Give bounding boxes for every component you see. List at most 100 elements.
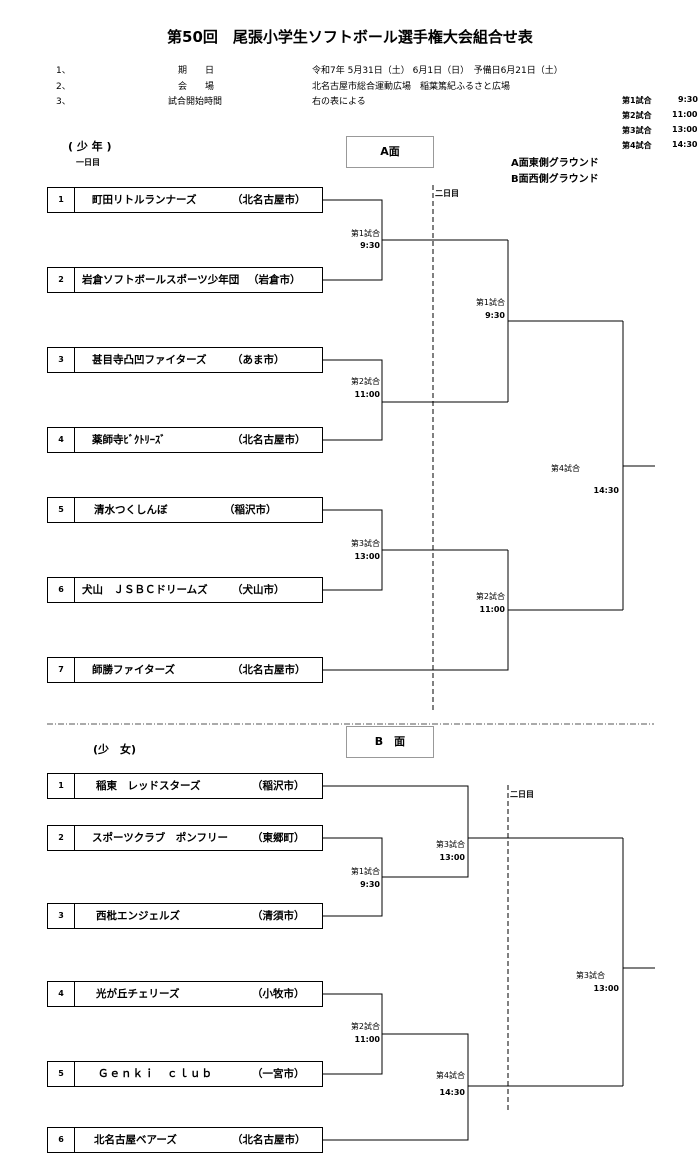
match-label: 第1試合: [350, 867, 380, 876]
match-time: 9:30: [485, 311, 505, 320]
team-number: 3: [48, 904, 75, 928]
match-label: 第1試合: [475, 298, 505, 307]
match-time: 13:00: [439, 853, 465, 862]
match-label: 第2試合: [350, 1022, 380, 1031]
team-number: 1: [48, 188, 75, 212]
team-number: 5: [48, 1062, 75, 1086]
team-number: 6: [48, 578, 75, 602]
match-time: 13:00: [593, 984, 619, 993]
match-time: 11:00: [354, 390, 380, 399]
schedule-game: 第3試合: [622, 126, 652, 135]
match-time: 9:30: [360, 241, 380, 250]
team-city: （一宮市）: [252, 1068, 305, 1080]
boys-day2: 二日目: [435, 189, 459, 198]
schedule-game: 第4試合: [622, 141, 652, 150]
team-name: Ｇｅｎｋｉ ｃｌｕｂ: [98, 1068, 213, 1080]
match-time: 14:30: [593, 486, 619, 495]
schedule-time: 9:30: [678, 95, 698, 104]
team-city: （北名古屋市）: [232, 194, 306, 206]
info-label: 期 日: [178, 66, 215, 76]
team-city: （東郷町）: [252, 832, 305, 844]
info-value: 令和7年 5月31日（土） 6月1日（日） 予備日6月21日（土）: [312, 66, 563, 76]
girls-header: (少 女): [93, 743, 137, 756]
team-number: 1: [48, 774, 75, 798]
boys-header: ( 少 年 ): [68, 140, 112, 153]
team-name: 清水つくしんぼ: [94, 504, 168, 516]
team-row: 2 岩倉ソフトボールスポーツ少年団 （岩倉市）: [47, 267, 323, 293]
ground-a: A面東側グラウンド: [511, 158, 599, 169]
team-name: スポーツクラブ ポンフリー: [92, 832, 228, 844]
team-number: 4: [48, 982, 75, 1006]
team-city: （稲沢市）: [252, 780, 305, 792]
court-a-label: A面: [346, 136, 434, 168]
info-num: 3、: [56, 97, 71, 107]
team-name: 北名古屋ベアーズ: [94, 1134, 177, 1146]
team-row: 4 薬師寺ﾋﾞｸﾄﾘｰｽﾞ （北名古屋市）: [47, 427, 323, 453]
team-row: 3 西枇エンジェルズ （清須市）: [47, 903, 323, 929]
team-name: 薬師寺ﾋﾞｸﾄﾘｰｽﾞ: [92, 434, 166, 446]
schedule-time: 13:00: [672, 125, 698, 134]
match-label: 第2試合: [350, 377, 380, 386]
team-city: （清須市）: [252, 910, 305, 922]
team-name: 師勝ファイターズ: [92, 664, 176, 676]
schedule-time: 11:00: [672, 110, 698, 119]
match-time: 11:00: [479, 605, 505, 614]
team-number: 5: [48, 498, 75, 522]
info-value: 右の表による: [312, 97, 366, 107]
team-row: 1 稲東 レッドスターズ （稲沢市）: [47, 773, 323, 799]
team-number: 7: [48, 658, 75, 682]
match-label: 第2試合: [475, 592, 505, 601]
team-row: 4 光が丘チェリーズ （小牧市）: [47, 981, 323, 1007]
team-number: 2: [48, 826, 75, 850]
schedule-game: 第1試合: [622, 96, 652, 105]
team-row: 2 スポーツクラブ ポンフリー （東郷町）: [47, 825, 323, 851]
team-number: 6: [48, 1128, 75, 1152]
boys-day1: 一日目: [76, 158, 100, 167]
girls-day2: 二日目: [510, 790, 534, 799]
match-label: 第1試合: [350, 229, 380, 238]
team-row: 1 町田リトルランナーズ （北名古屋市）: [47, 187, 323, 213]
match-label: 第3試合: [435, 840, 465, 849]
team-row: 5 清水つくしんぼ （稲沢市）: [47, 497, 323, 523]
info-label: 会 場: [178, 82, 215, 92]
schedule-game: 第2試合: [622, 111, 652, 120]
info-value: 北名古屋市総合運動広場 稲葉篤紀ふるさと広場: [312, 82, 511, 92]
team-city: （あま市）: [232, 354, 285, 366]
schedule-time: 14:30: [672, 140, 698, 149]
info-num: 1、: [56, 66, 71, 76]
team-city: （北名古屋市）: [232, 1134, 306, 1146]
team-city: （稲沢市）: [224, 504, 277, 516]
page-title: 第50回 尾張小学生ソフトボール選手権大会組合せ表: [167, 28, 533, 46]
info-label: 試合開始時間: [168, 97, 223, 107]
team-name: 岩倉ソフトボールスポーツ少年団: [82, 274, 240, 286]
team-city: （小牧市）: [252, 988, 305, 1000]
team-name: 犬山 ＪＳＢＣドリームズ: [82, 584, 208, 596]
team-row: 3 甚目寺凸凹ファイターズ （あま市）: [47, 347, 323, 373]
team-number: 4: [48, 428, 75, 452]
match-time: 13:00: [354, 552, 380, 561]
team-city: （犬山市）: [232, 584, 285, 596]
court-b-label: B 面: [346, 726, 434, 758]
match-time: 9:30: [360, 880, 380, 889]
team-name: 光が丘チェリーズ: [96, 988, 180, 1000]
match-label: 第3試合: [350, 539, 380, 548]
team-name: 町田リトルランナーズ: [92, 194, 197, 206]
match-time: 14:30: [439, 1088, 465, 1097]
team-row: 7 師勝ファイターズ （北名古屋市）: [47, 657, 323, 683]
team-number: 3: [48, 348, 75, 372]
team-name: 西枇エンジェルズ: [96, 910, 180, 922]
info-num: 2、: [56, 82, 71, 92]
team-city: （岩倉市）: [248, 274, 301, 286]
match-label: 第4試合: [550, 464, 580, 473]
match-label: 第3試合: [575, 971, 605, 980]
team-number: 2: [48, 268, 75, 292]
match-time: 11:00: [354, 1035, 380, 1044]
team-name: 甚目寺凸凹ファイターズ: [92, 354, 207, 366]
team-city: （北名古屋市）: [232, 434, 306, 446]
team-row: 5 Ｇｅｎｋｉ ｃｌｕｂ （一宮市）: [47, 1061, 323, 1087]
team-row: 6 北名古屋ベアーズ （北名古屋市）: [47, 1127, 323, 1153]
team-name: 稲東 レッドスターズ: [96, 780, 201, 792]
ground-b: B面西側グラウンド: [511, 174, 599, 185]
match-label: 第4試合: [435, 1071, 465, 1080]
